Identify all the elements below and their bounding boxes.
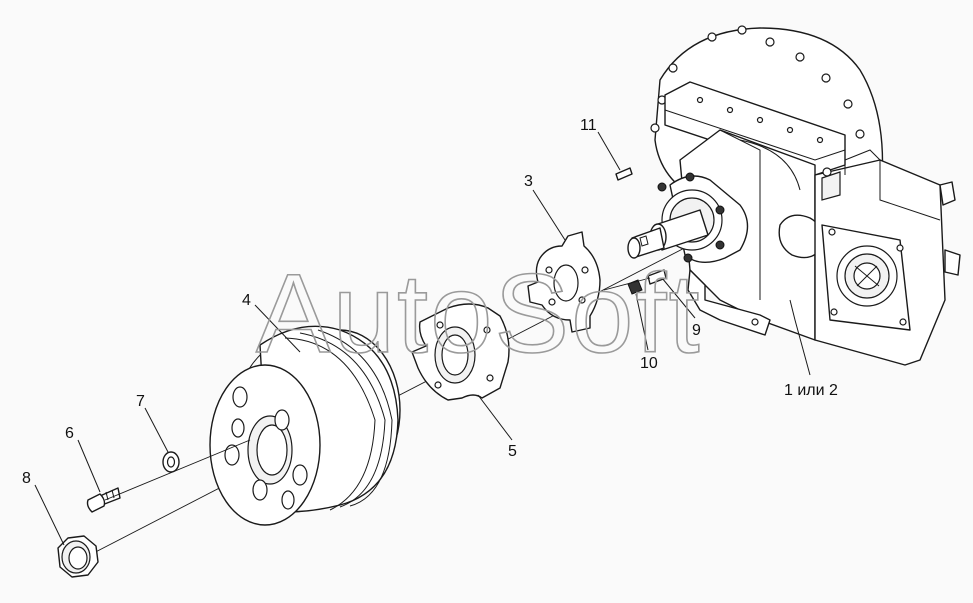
callout-4: 4: [242, 292, 251, 309]
watermark: AutoSoft: [256, 251, 702, 376]
callout-7: 7: [136, 393, 145, 410]
key-axis: [603, 277, 651, 291]
callout-11: 11: [580, 117, 597, 134]
callout-3: 3: [524, 173, 533, 190]
part-8-nut: [57, 535, 99, 578]
callout-10: 10: [640, 355, 658, 372]
part-9-stud: [647, 269, 667, 285]
leader-5: [477, 394, 513, 441]
leader-11: [597, 131, 621, 171]
callout-1: 1 или 2: [784, 382, 838, 399]
leader-1: [789, 299, 811, 376]
gearbox-housing: [627, 25, 961, 366]
leader-7: [144, 407, 169, 453]
leader-8: [34, 484, 65, 546]
leader-4: [254, 304, 301, 353]
leader-6: [77, 439, 101, 493]
callout-5: 5: [508, 443, 517, 460]
part-5-adapter-flange: [411, 303, 510, 401]
part-7-washer: [162, 451, 180, 473]
leader-9: [661, 277, 696, 319]
leader-10: [635, 293, 649, 351]
part-10-key: [627, 279, 643, 295]
part-3-hub-flange: [527, 231, 601, 333]
callout-6: 6: [65, 425, 74, 442]
part-4-pulley: [209, 325, 401, 526]
callout-8: 8: [22, 470, 31, 487]
part-6-bolt: [86, 487, 121, 513]
leader-3: [532, 189, 566, 241]
callout-9: 9: [692, 322, 701, 339]
part-11-pin: [615, 167, 633, 181]
fastener-axis: [104, 439, 251, 501]
